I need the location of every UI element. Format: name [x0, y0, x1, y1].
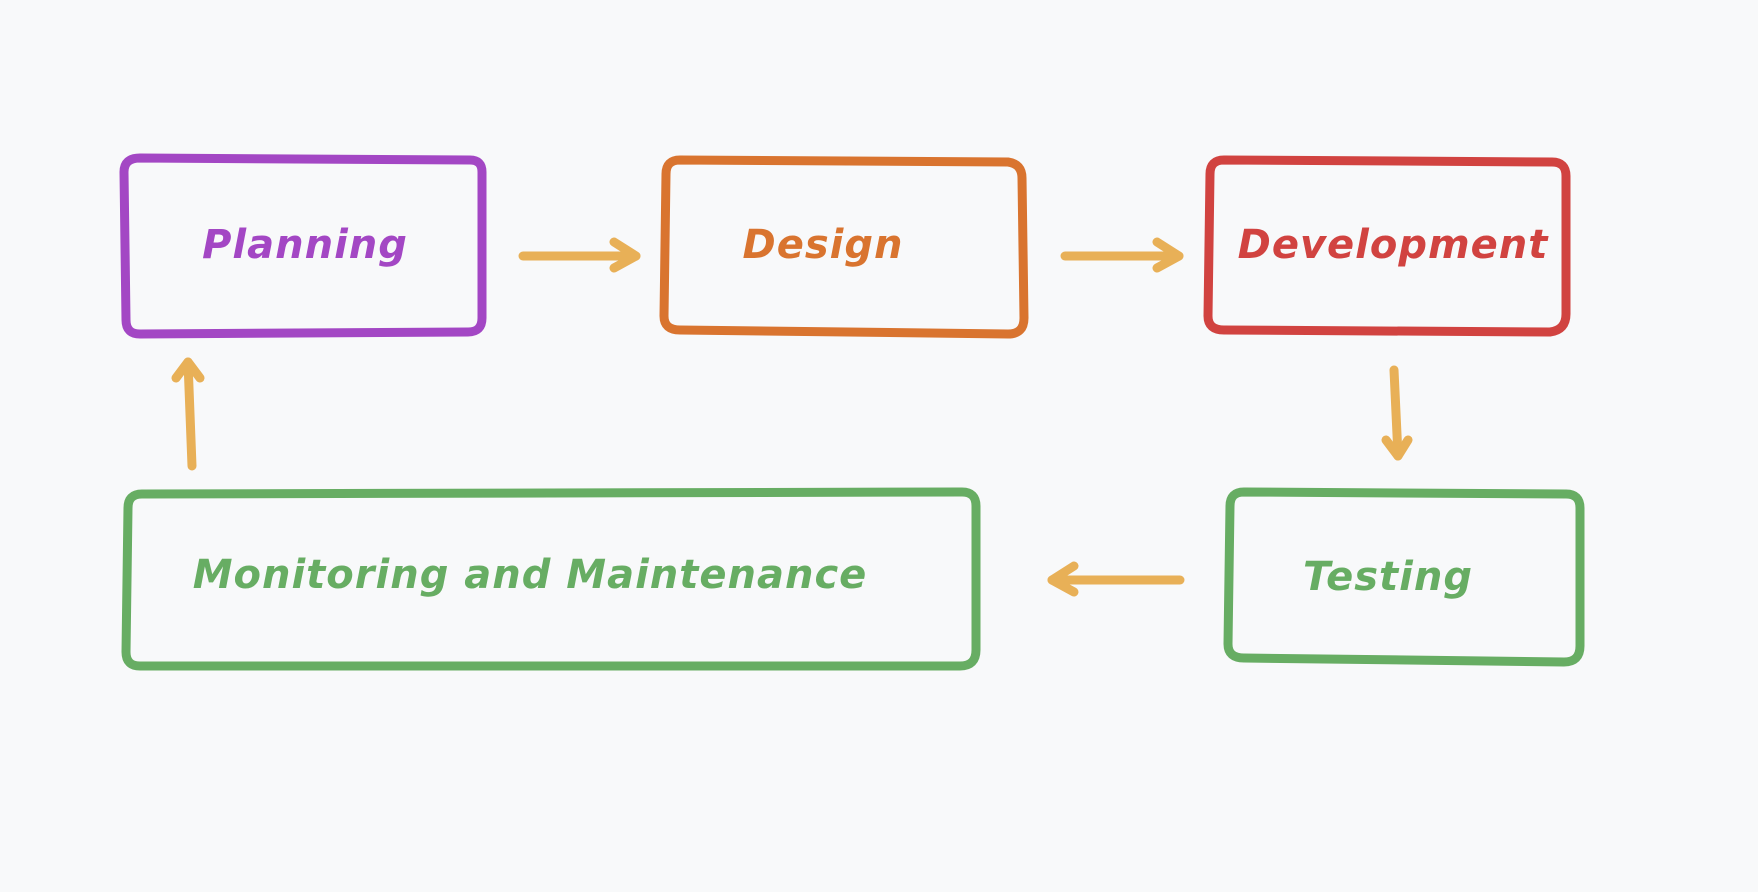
- arrow-head: [171, 357, 205, 383]
- node-design[interactable]: Design: [659, 155, 1029, 339]
- arrow-planning-to-design: [518, 237, 641, 273]
- node-development-border: [1203, 155, 1571, 337]
- node-planning-border: [119, 153, 487, 339]
- node-development-label: Development: [1238, 222, 1550, 268]
- node-monitoring-border: [121, 487, 981, 671]
- node-development[interactable]: Development: [1203, 155, 1571, 337]
- node-monitoring[interactable]: Monitoring and Maintenance: [121, 487, 981, 671]
- node-monitoring-label: Monitoring and Maintenance: [193, 552, 868, 598]
- arrow-monitoring-to-planning: [171, 357, 205, 471]
- node-design-border: [659, 155, 1029, 339]
- node-planning[interactable]: Planning: [119, 153, 487, 339]
- node-testing-label: Testing: [1303, 554, 1473, 600]
- arrow-head: [609, 237, 641, 273]
- node-testing-border: [1223, 487, 1585, 667]
- arrow-head: [1152, 237, 1184, 273]
- arrow-testing-to-monitoring: [1047, 561, 1185, 597]
- node-testing[interactable]: Testing: [1223, 487, 1585, 667]
- arrow-development-to-testing: [1381, 365, 1413, 461]
- arrow-shaft: [1389, 365, 1403, 461]
- arrow-shaft: [183, 357, 197, 471]
- arrow-design-to-development: [1060, 237, 1184, 273]
- node-design-label: Design: [743, 222, 904, 268]
- arrow-head: [1047, 561, 1079, 597]
- node-planning-label: Planning: [202, 222, 408, 268]
- arrow-head: [1381, 435, 1413, 461]
